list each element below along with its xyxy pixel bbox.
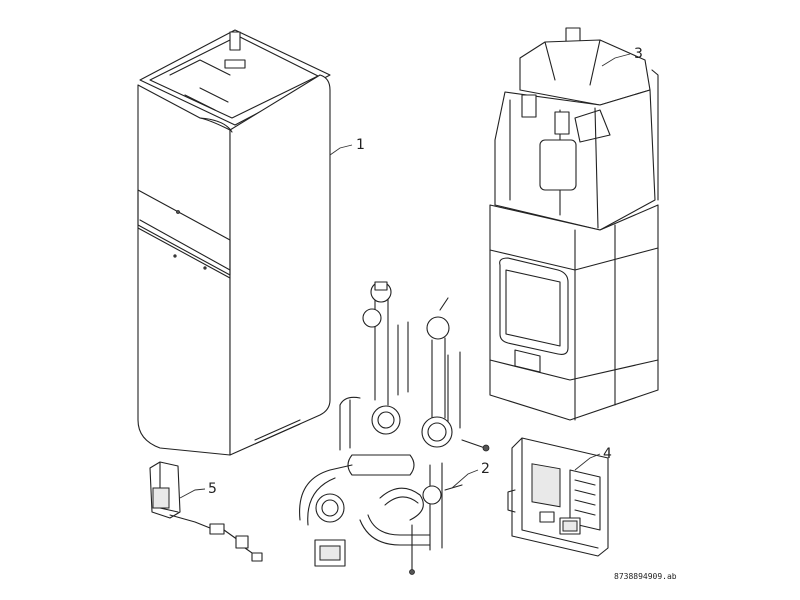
leader-line-4 — [574, 453, 601, 471]
casing-part — [137, 29, 331, 456]
drawing-reference-number: 8738894909.ab — [614, 572, 677, 581]
leader-line-2 — [451, 469, 479, 489]
control-pcb-part — [507, 437, 609, 557]
callout-3: 3 — [634, 46, 643, 62]
leader-line-1 — [329, 144, 353, 156]
insulation-shell-part — [489, 27, 659, 421]
control-module-part — [149, 461, 263, 562]
callout-1: 1 — [356, 137, 365, 153]
hydraulic-unit-part — [299, 281, 490, 575]
callout-2: 2 — [481, 461, 490, 477]
leader-line-5 — [179, 488, 206, 499]
leader-line-3 — [601, 53, 631, 67]
callout-4: 4 — [603, 446, 612, 462]
callout-5: 5 — [208, 481, 217, 497]
